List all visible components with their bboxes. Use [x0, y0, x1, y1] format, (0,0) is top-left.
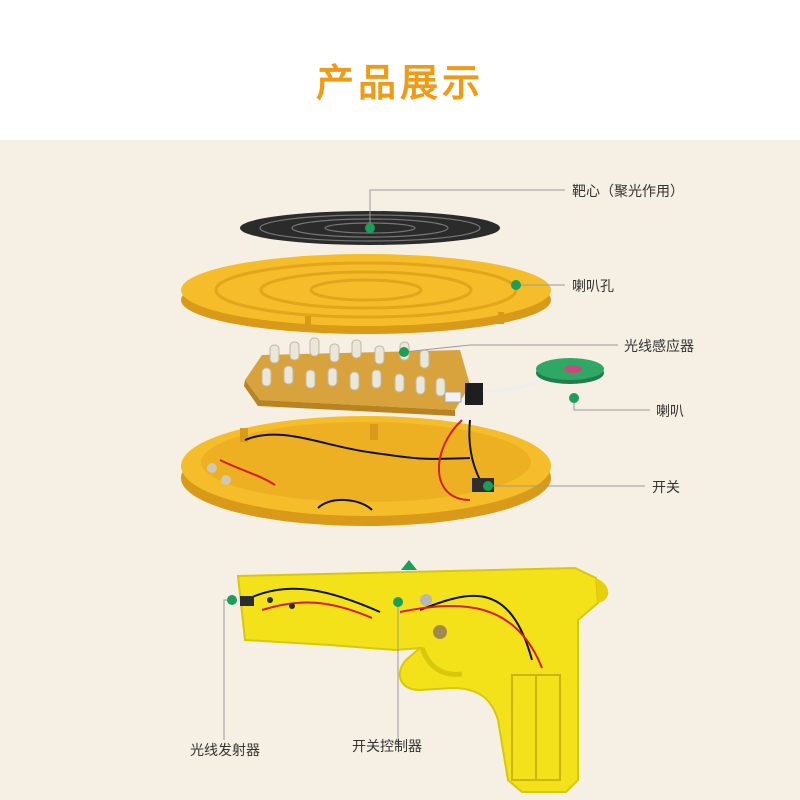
label-light-sensor: 光线感应器: [624, 339, 694, 355]
label-light-emitter: 光线发射器: [190, 743, 260, 759]
label-switch-controller: 开关控制器: [352, 739, 422, 755]
toy-gun: [236, 566, 609, 793]
up-triangle-icon: [401, 560, 417, 570]
label-switch: 开关: [652, 480, 680, 496]
top-cover: [181, 254, 551, 334]
bottom-case: [181, 416, 551, 526]
page-title: 产品展示: [315, 61, 484, 105]
speaker-disc: [482, 358, 604, 392]
label-speaker: 喇叭: [656, 404, 684, 420]
sensor-board: [244, 337, 483, 416]
green-dot-icon: [227, 223, 579, 607]
label-target-center: 靶心（聚光作用）: [572, 184, 684, 200]
header: 产品展示: [0, 0, 800, 140]
label-speaker-holes: 喇叭孔: [572, 279, 614, 295]
